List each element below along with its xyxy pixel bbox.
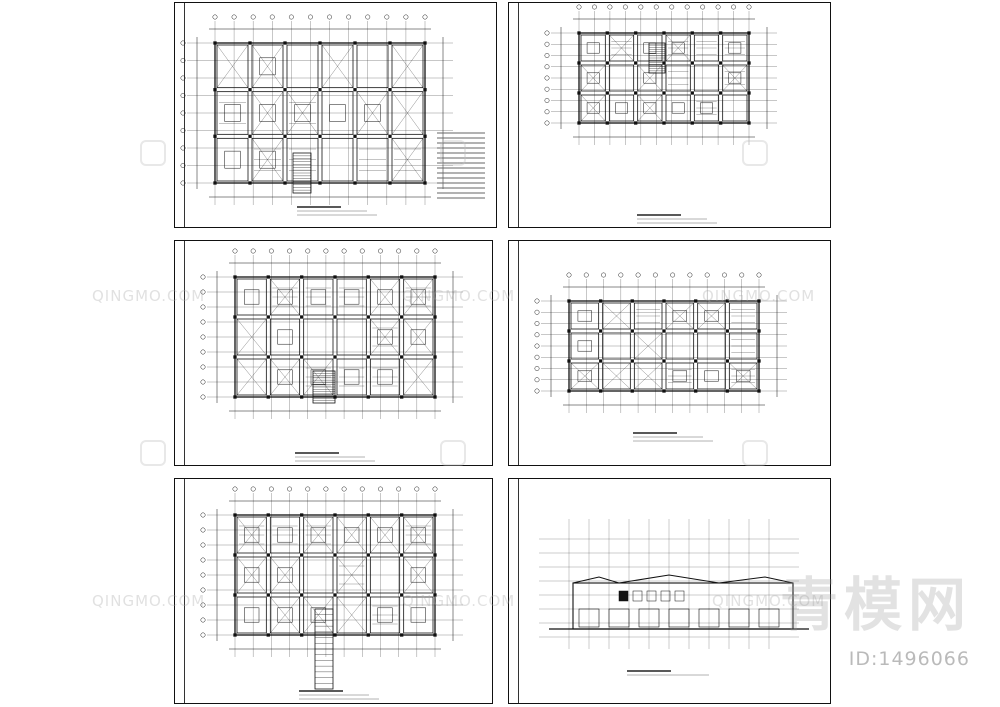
title-block-strip — [509, 241, 519, 465]
watermark-logo-icon — [440, 440, 466, 466]
title-block-strip — [509, 3, 519, 227]
watermark-logo-icon — [742, 440, 768, 466]
watermark-logo-icon — [140, 440, 166, 466]
drawing-sheet-1 — [174, 2, 497, 228]
brand-watermark: 青模网 — [779, 571, 972, 639]
image-id-watermark: ID:1496066 — [848, 648, 970, 670]
floor-plan-2 — [544, 4, 777, 224]
drawing-sheet-4 — [508, 240, 831, 466]
title-block-strip — [175, 479, 185, 703]
drawing-sheet-5 — [174, 478, 493, 704]
watermark-text: QINGMO.COM — [92, 592, 206, 610]
watermark-logo-icon — [440, 140, 466, 166]
floor-plan-4 — [534, 272, 787, 442]
watermark-logo-icon — [742, 140, 768, 166]
watermark-text: QINGMO.COM — [702, 287, 816, 305]
title-block-strip — [175, 241, 185, 465]
floor-plan-1 — [180, 14, 485, 216]
title-block-strip — [175, 3, 185, 227]
section-drawing-6 — [539, 519, 809, 676]
watermark-text: QINGMO.COM — [712, 592, 826, 610]
title-block-strip — [509, 479, 519, 703]
watermark-text: QINGMO.COM — [92, 287, 206, 305]
drawing-sheet-6 — [508, 478, 831, 704]
floor-plan-5 — [200, 486, 463, 700]
drawing-sheet-2 — [508, 2, 831, 228]
watermark-logo-icon — [140, 140, 166, 166]
watermark-text: QINGMO.COM — [402, 287, 516, 305]
watermark-text: QINGMO.COM — [402, 592, 516, 610]
floor-plan-3 — [200, 248, 463, 462]
drawing-sheet-3 — [174, 240, 493, 466]
